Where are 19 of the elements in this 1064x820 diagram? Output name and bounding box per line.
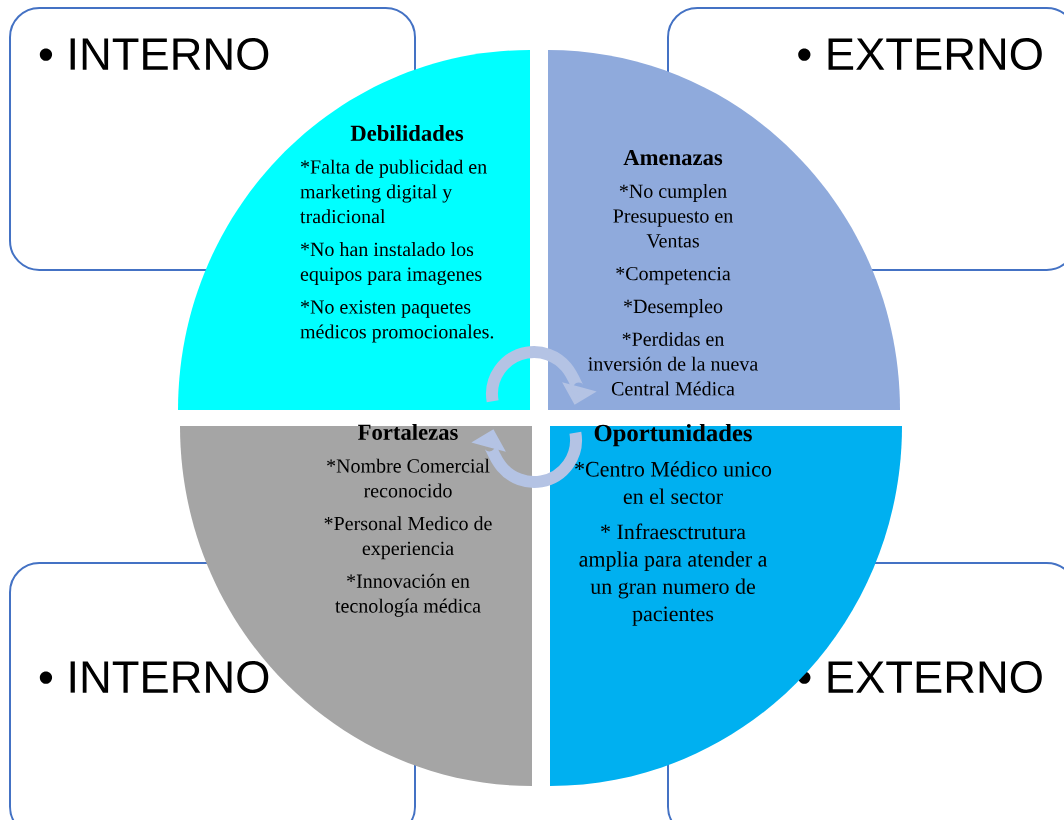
box-label: • INTERNO xyxy=(39,38,269,71)
quadrant-heading: Oportunidades xyxy=(594,424,752,447)
bullet-text: *Innovación en tecnología médica xyxy=(335,573,481,617)
box-label: • INTERNO xyxy=(39,661,269,694)
bullet-text: *Nombre Comercial reconocido xyxy=(327,458,490,498)
quadrant-heading: Amenazas xyxy=(623,150,723,166)
box-label: • EXTERNO xyxy=(798,38,1042,71)
bullet-text: * Infraesctrutura amplia para atender a un gran numero de pacientes xyxy=(579,523,768,626)
quadrant-heading: Debilidades xyxy=(350,125,464,141)
bullet-text: *Centro Médico unico en el sector xyxy=(575,461,772,504)
bullet-text: *Competencia xyxy=(616,266,731,285)
bullet-text: *No existen paquetes médicos promocionales. xyxy=(300,300,494,343)
bullet-text: *Falta de publicidad en marketing digital y tradicional xyxy=(300,159,487,224)
bullet-text: *Personal Medico de experiencia xyxy=(324,516,492,560)
bullet-text: *No han instalado los equipos para imagenes xyxy=(300,242,482,285)
bullet-text: *Perdidas en inversión de la nueva Central Médica xyxy=(588,331,758,396)
quadrant-heading: Fortalezas xyxy=(358,424,458,440)
bullet-text: *Desempleo xyxy=(624,299,723,318)
bullet-text: *No cumplen Presupuesto en Ventas xyxy=(613,183,733,248)
